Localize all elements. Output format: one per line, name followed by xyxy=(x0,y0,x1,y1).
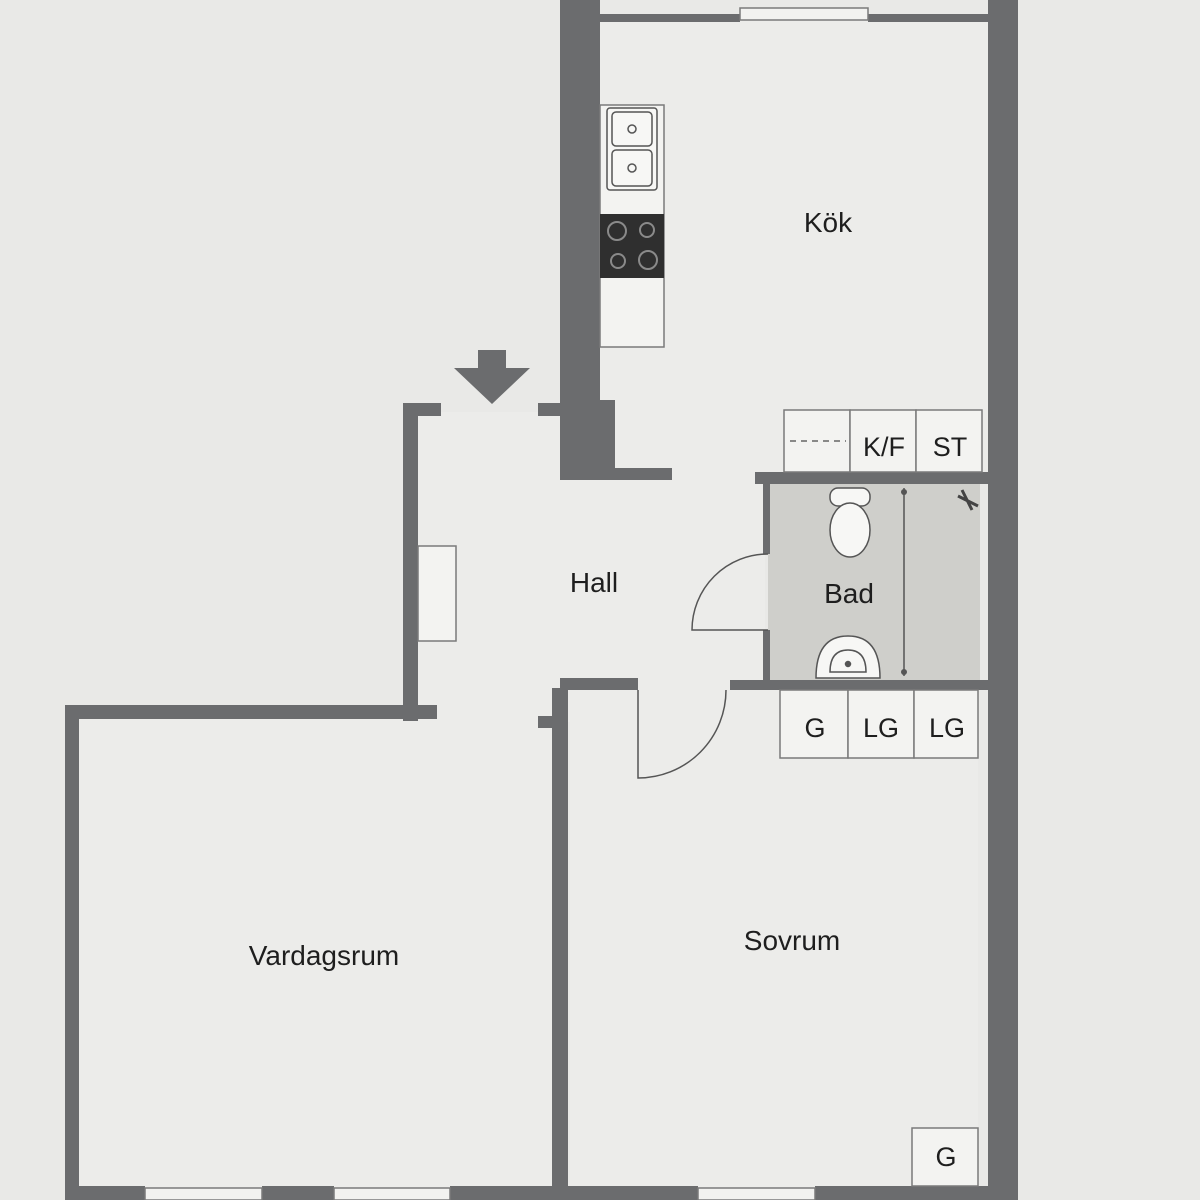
storage-label: ST xyxy=(933,432,968,462)
wall-bathroom-bottom xyxy=(730,680,988,690)
wall-bottom-mid1 xyxy=(262,1186,334,1200)
living-room-label: Vardagsrum xyxy=(249,940,399,971)
floors xyxy=(78,20,988,1190)
wall-bedroom-top xyxy=(560,678,638,690)
wardrobe-box-1 xyxy=(779,689,849,759)
wall-kitchen-bottom-stub xyxy=(560,468,672,480)
toilet-icon xyxy=(829,487,871,558)
window-living-1 xyxy=(144,1187,263,1200)
double-sink-icon xyxy=(606,107,658,191)
bedroom-label: Sovrum xyxy=(744,925,840,956)
sink-drain-2 xyxy=(627,163,637,173)
hall-label: Hall xyxy=(570,567,618,598)
bedroom-wardrobes xyxy=(779,689,979,1187)
bedroom-door-swing xyxy=(637,689,727,779)
stove-burner-4 xyxy=(638,250,658,270)
wall-bottom-right xyxy=(815,1186,988,1200)
wall-living-left xyxy=(65,705,79,1200)
stove-icon xyxy=(600,214,664,278)
living-room-floor xyxy=(78,718,552,1190)
linen-box-2 xyxy=(913,689,979,759)
wall-living-top xyxy=(65,705,437,719)
fridge-freezer-box xyxy=(849,409,917,473)
kitchen-storage xyxy=(783,409,983,473)
fridge-freezer-label: K/F xyxy=(863,432,905,462)
wall-kitchen-left-thick xyxy=(560,400,615,480)
bathroom-door-swing xyxy=(691,553,769,631)
kitchen-label: Kök xyxy=(804,207,853,238)
sink-basin-1 xyxy=(611,111,653,147)
window-living-2 xyxy=(333,1187,451,1200)
bathroom-label: Bad xyxy=(824,578,874,609)
bathroom-fixtures xyxy=(815,487,979,679)
wall-kitchen-top xyxy=(600,14,740,22)
window-kitchen xyxy=(739,7,869,21)
shower-icon xyxy=(957,489,979,511)
wardrobe-label-2: G xyxy=(935,1142,956,1172)
wall-hall-stub xyxy=(538,716,568,728)
wall-bottom-mid2 xyxy=(450,1186,698,1200)
shower-screen-top xyxy=(901,489,907,495)
wall-hall-left xyxy=(403,403,418,721)
stove-burner-1 xyxy=(607,221,627,241)
bathroom-floor xyxy=(768,482,980,680)
hall-closet xyxy=(417,545,457,642)
wall-hall-top-right xyxy=(538,403,562,416)
room-labels: Kök Hall Bad Vardagsrum Sovrum xyxy=(249,207,874,971)
linen-box-1 xyxy=(847,689,915,759)
wall-bathroom-top xyxy=(755,472,988,484)
linen-label-2: LG xyxy=(929,713,965,743)
wall-kitchen-top-right xyxy=(868,14,988,22)
wall-bathroom-left-lower xyxy=(763,630,770,690)
stove-burner-3 xyxy=(610,253,626,269)
wardrobe-box-2 xyxy=(911,1127,979,1187)
storage-box xyxy=(915,409,983,473)
sink-drain-1 xyxy=(627,124,637,134)
window-bedroom xyxy=(697,1187,816,1200)
washbasin-icon xyxy=(815,635,881,679)
wall-living-right xyxy=(552,688,568,1200)
wall-bathroom-left-upper xyxy=(763,472,770,554)
shower-screen-bottom xyxy=(901,669,907,675)
stove-burner-2 xyxy=(639,222,655,238)
walls xyxy=(65,0,1018,1200)
wall-bottom-left xyxy=(65,1186,145,1200)
wall-right-outer xyxy=(988,0,1018,1200)
doors xyxy=(637,553,769,779)
linen-label-1: LG xyxy=(863,713,899,743)
kitchen-counter xyxy=(599,104,665,348)
hall-corridor-floor xyxy=(555,470,765,690)
windows xyxy=(144,7,869,1200)
arrow-down-icon xyxy=(454,350,530,404)
closet-labels: K/F ST G LG LG G xyxy=(804,432,967,1172)
wardrobe-label-1: G xyxy=(804,713,825,743)
sink-basin-2 xyxy=(611,149,653,187)
